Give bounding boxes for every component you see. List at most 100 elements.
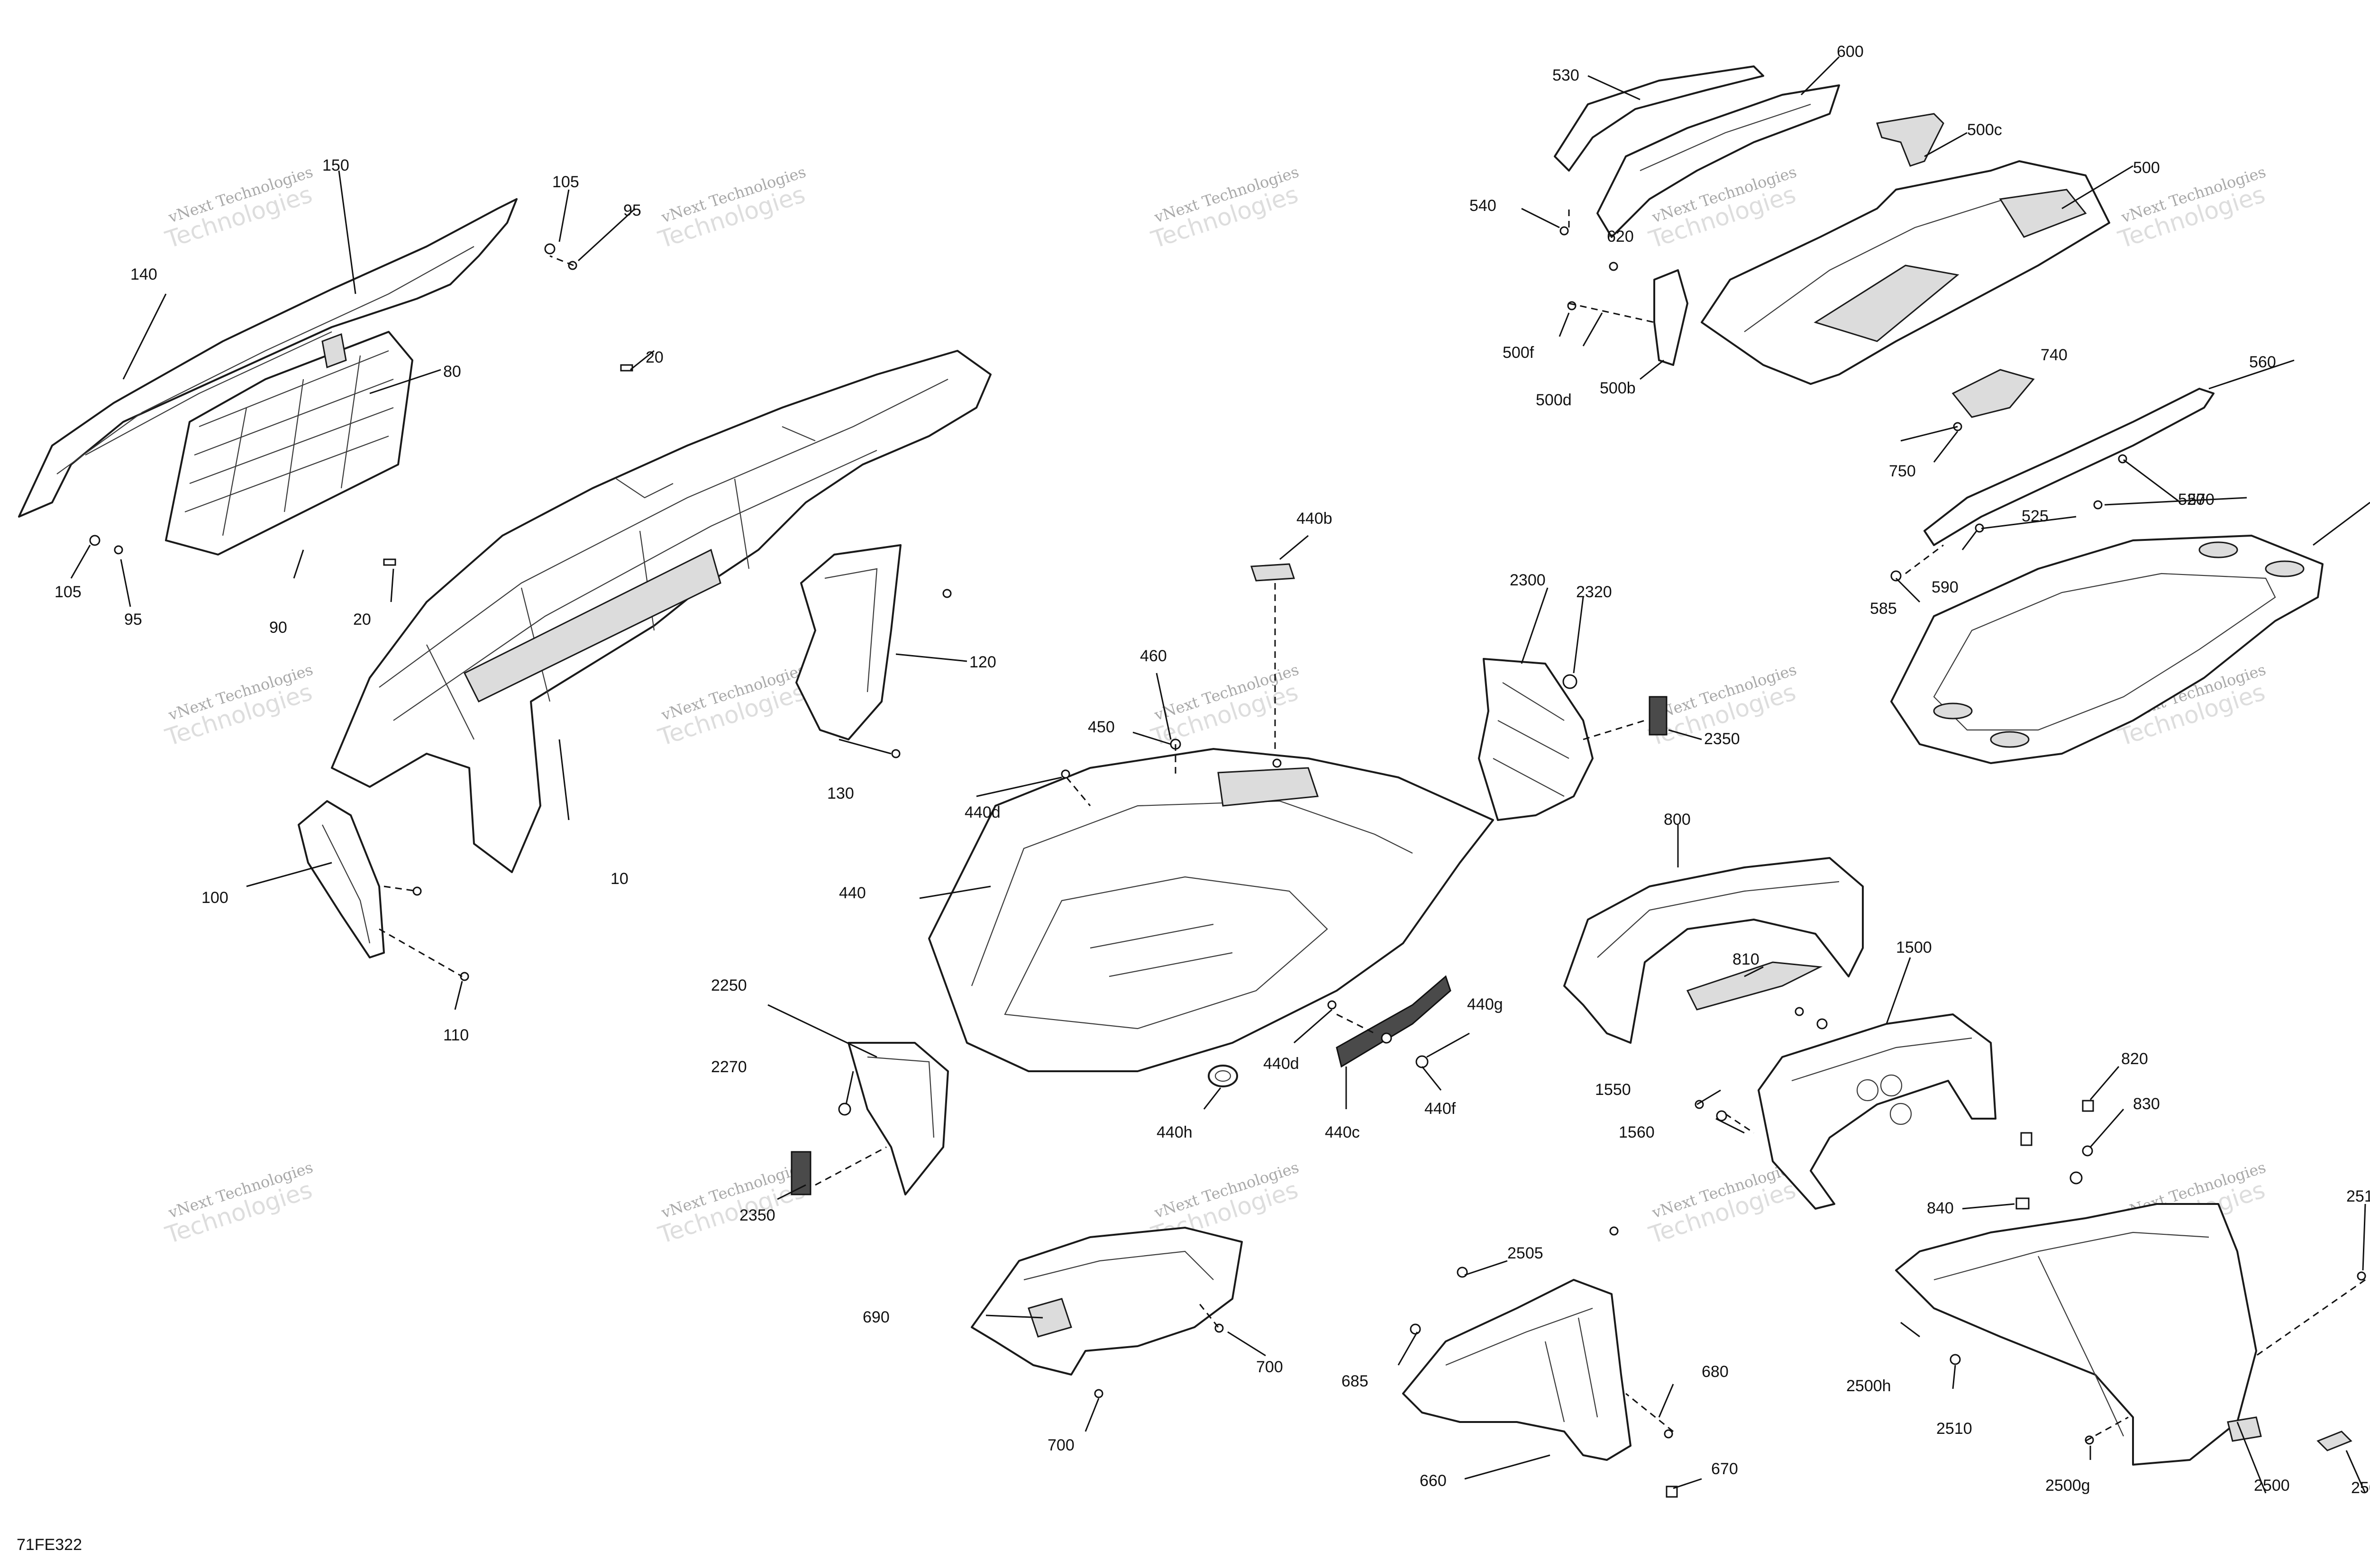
callout-20b: 20	[353, 611, 371, 629]
part-690-housing	[971, 1227, 1243, 1376]
callout-105a: 105	[552, 173, 579, 191]
callout-2350a: 2350	[1704, 730, 1740, 748]
callout-90: 90	[269, 619, 287, 637]
part-660-bracket	[1402, 1279, 1632, 1461]
part-2300-bracket	[1478, 658, 1594, 821]
callout-690: 690	[863, 1308, 890, 1326]
callout-150: 150	[322, 156, 349, 174]
part-500c-clip	[1876, 113, 1944, 167]
callout-2270: 2270	[711, 1058, 747, 1076]
callout-10: 10	[611, 870, 629, 888]
watermark: vNext Technologies Technologies	[162, 163, 315, 254]
part-510-frame	[1890, 535, 2324, 764]
callout-680: 680	[1702, 1363, 1729, 1381]
callout-20a: 20	[646, 348, 664, 366]
part-500-cover	[1701, 160, 2110, 385]
callout-570: 570	[2188, 491, 2215, 509]
callout-800: 800	[1664, 811, 1691, 829]
callout-2510: 2510	[1936, 1420, 1972, 1438]
part-120-side-bracket	[795, 544, 902, 740]
part-80-grille	[165, 331, 413, 556]
part-10-main-frame	[331, 350, 992, 873]
callout-2505: 2505	[1507, 1244, 1543, 1262]
part-440h-plug	[1208, 1065, 1238, 1087]
callout-1500: 1500	[1896, 939, 1932, 957]
callout-530: 530	[1552, 66, 1579, 84]
watermark: vNext Technologies Technologies	[1148, 163, 1301, 254]
callout-585: 585	[1870, 600, 1897, 618]
callout-600: 600	[1837, 43, 1864, 61]
callout-100: 100	[201, 889, 228, 907]
callout-105b: 105	[55, 583, 82, 601]
callout-440f: 440f	[1424, 1100, 1456, 1118]
drawing-reference: 71FE322	[17, 1536, 82, 1554]
callout-440d-a: 440d	[965, 803, 1001, 821]
callout-500c: 500c	[1967, 121, 2002, 139]
part-2500k-tab	[2316, 1431, 2352, 1451]
part-440b-pad	[1250, 563, 1295, 582]
callout-1560: 1560	[1619, 1123, 1655, 1141]
watermark: vNext Technologies Technologies	[162, 1158, 315, 1249]
callout-500b: 500b	[1600, 379, 1636, 397]
callout-540: 540	[1469, 197, 1496, 215]
callout-1550: 1550	[1595, 1081, 1631, 1099]
callout-750: 750	[1889, 462, 1916, 480]
part-2250-bracket	[848, 1042, 949, 1195]
callout-130: 130	[827, 784, 854, 802]
callout-500f: 500f	[1503, 344, 1534, 362]
callout-440: 440	[839, 884, 866, 902]
watermark: vNext Technologies Technologies	[655, 660, 808, 751]
callout-700a: 700	[1256, 1358, 1283, 1376]
part-2500-body-panel	[1895, 1203, 2262, 1466]
callout-440h: 440h	[1157, 1123, 1193, 1141]
watermark: vNext Technologies Technologies	[655, 163, 808, 254]
callout-830: 830	[2133, 1095, 2160, 1113]
callout-460: 460	[1140, 647, 1167, 665]
callout-2320: 2320	[1576, 583, 1612, 601]
callout-440d-b: 440d	[1263, 1055, 1299, 1073]
callout-2500g: 2500g	[2045, 1477, 2090, 1495]
callout-660: 660	[1420, 1472, 1447, 1490]
callout-2300: 2300	[1510, 571, 1546, 589]
part-600-bracket	[1596, 84, 1840, 238]
callout-labels: 140 150 80 20 105 95 90 20 105 95 10 120…	[17, 43, 2370, 1554]
part-500b-bracket	[1653, 269, 1688, 366]
assembly-lines	[379, 209, 2366, 1442]
callout-120: 120	[969, 653, 996, 671]
callout-525: 525	[2022, 507, 2049, 525]
callout-440c: 440c	[1325, 1123, 1360, 1141]
callout-500d: 500d	[1536, 391, 1572, 409]
callout-95a: 95	[623, 201, 641, 219]
callout-685: 685	[1341, 1372, 1368, 1390]
leader-lines	[70, 56, 2370, 1494]
callout-140: 140	[130, 265, 157, 283]
callout-820: 820	[2121, 1050, 2148, 1068]
part-560-rail	[1923, 388, 2215, 546]
callout-2500h: 2500h	[1846, 1377, 1891, 1395]
callout-620: 620	[1607, 228, 1634, 246]
callout-500: 500	[2133, 159, 2160, 177]
callout-810: 810	[1732, 950, 1759, 968]
fasteners	[89, 226, 2366, 1498]
callout-590: 590	[1932, 578, 1959, 596]
callout-2350b: 2350	[739, 1206, 775, 1224]
part-440c-bar	[1336, 975, 1451, 1068]
watermark: vNext Technologies Technologies	[162, 660, 315, 751]
part-140-front-trim	[18, 198, 518, 518]
callout-2515: 2515	[2346, 1187, 2370, 1205]
part-440-storage-tub	[928, 748, 1494, 1072]
part-810-strip	[1686, 961, 1823, 1011]
callout-700b: 700	[1048, 1436, 1075, 1454]
callout-80: 80	[443, 363, 461, 381]
callout-840: 840	[1927, 1199, 1954, 1217]
callout-2500: 2500	[2254, 1477, 2290, 1495]
watermark: vNext Technologies Technologies	[1148, 660, 1301, 751]
part-740-clip	[1951, 369, 2035, 418]
part-2350-plate-upper	[1649, 696, 1668, 736]
part-100-lower-bracket	[298, 800, 385, 958]
callout-440g: 440g	[1467, 995, 1503, 1013]
part-1500-console-panel	[1758, 1013, 1996, 1210]
callout-670: 670	[1711, 1460, 1738, 1478]
callout-95b: 95	[124, 611, 142, 629]
